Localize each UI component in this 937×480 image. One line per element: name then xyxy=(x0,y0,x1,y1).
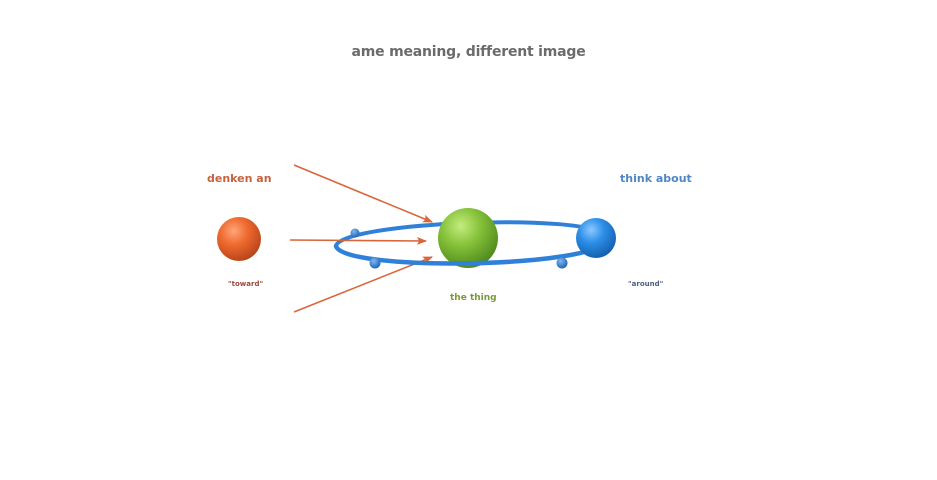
arrow-lower xyxy=(293,256,433,313)
orbit-node-left-front xyxy=(369,257,381,269)
label-the-thing: the thing xyxy=(450,293,497,303)
origin-sphere xyxy=(217,217,261,261)
orbiter-sphere xyxy=(576,218,616,258)
label-english-phrase: think about xyxy=(620,172,692,185)
thing-sphere xyxy=(438,208,498,268)
arrow-upper xyxy=(293,164,433,223)
orbit-node-left-back xyxy=(350,228,360,238)
label-toward: "toward" xyxy=(228,280,264,288)
diagram-title: ame meaning, different image xyxy=(351,44,586,60)
label-german-phrase: denken an xyxy=(207,172,272,185)
label-around: "around" xyxy=(628,280,664,288)
orbit-node-right-front xyxy=(556,257,568,269)
arrow-middle xyxy=(289,236,427,245)
